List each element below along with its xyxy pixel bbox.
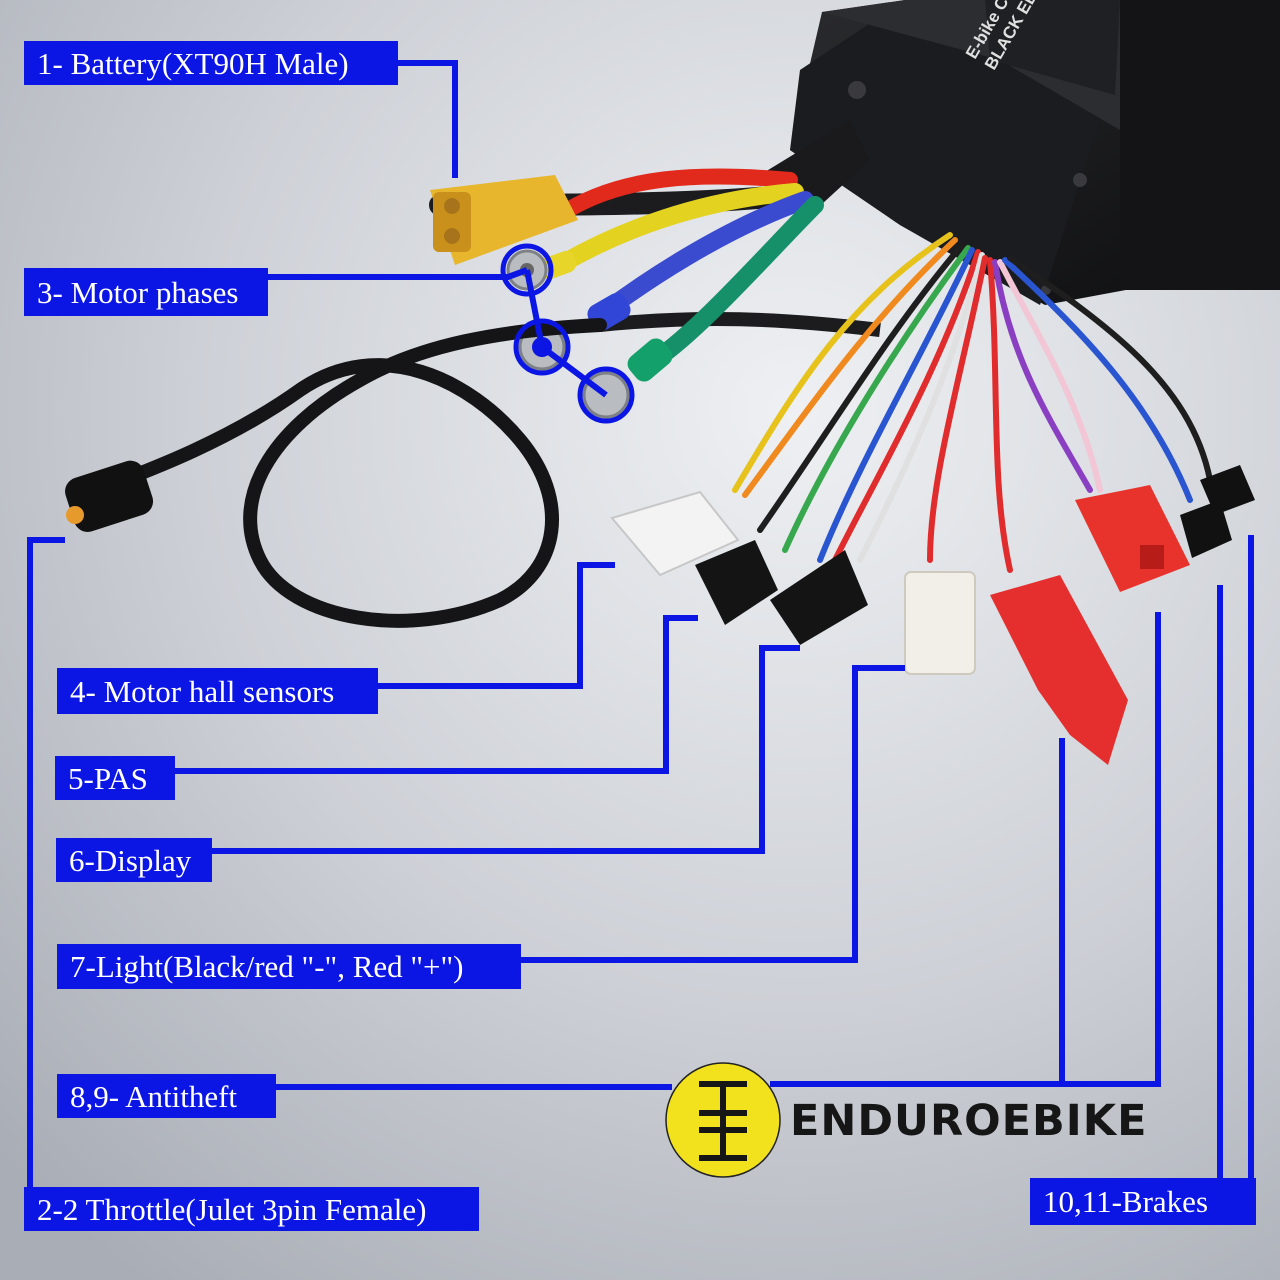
light-connector [904,571,976,675]
enduroebike-logo-text: ENDUROEBIKE [790,1096,1148,1146]
label-antitheft: 8,9- Antitheft [57,1074,276,1118]
label-brakes: 10,11-Brakes [1030,1178,1256,1225]
label-hall-sensors: 4- Motor hall sensors [57,668,378,714]
signal-wires [732,232,1213,573]
xt90-connector [430,175,578,265]
label-pas: 5-PAS [55,756,175,800]
display-connector [770,550,868,645]
label-throttle: 2-2 Throttle(Julet 3pin Female) [24,1187,479,1231]
label-battery: 1- Battery(XT90H Male) [24,41,398,85]
controller-box [790,0,1280,305]
label-light: 7-Light(Black/red "-", Red "+") [57,944,521,989]
enduroebike-logo-icon [665,1062,781,1178]
brake-connectors [1180,465,1255,558]
label-display: 6-Display [56,838,212,882]
pas-connector [695,540,778,625]
throttle-cable [68,318,607,628]
red-square-connector [1075,485,1190,592]
callout-lines [25,60,1254,1211]
julet-connector [65,460,154,532]
hall-connector [610,490,740,577]
antitheft-red-connector [990,575,1128,765]
label-motor-phases: 3- Motor phases [24,268,268,316]
